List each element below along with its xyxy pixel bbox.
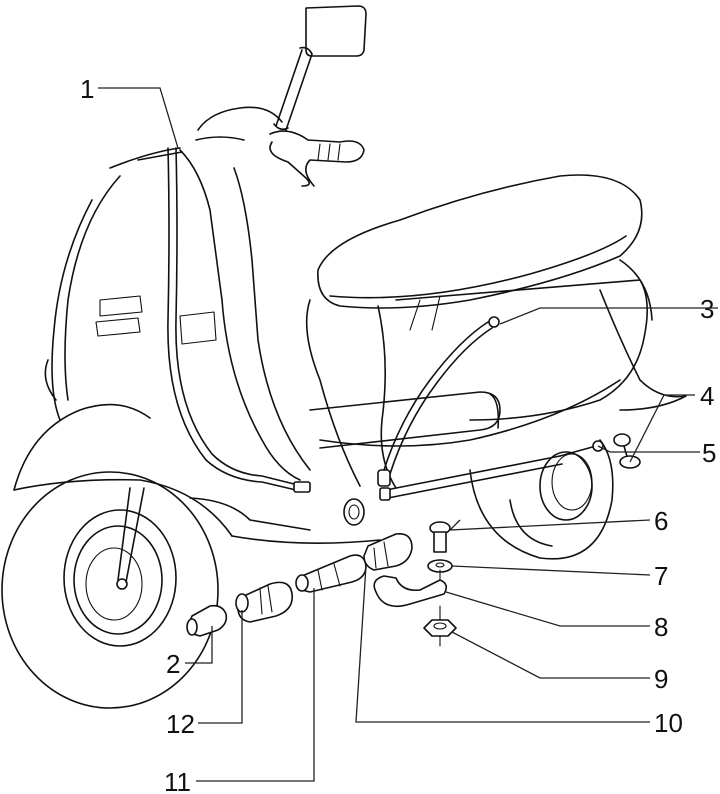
callout-6: 6 [654, 506, 668, 536]
rear-body [305, 174, 687, 560]
front-cable-run [167, 147, 311, 493]
part-8-bracket [373, 575, 448, 608]
callout-5: 5 [702, 438, 716, 468]
callout-12: 12 [166, 709, 195, 739]
callout-7: 7 [654, 561, 668, 591]
part-9-nut [423, 569, 457, 647]
front-body [13, 136, 381, 544]
callout-2: 2 [166, 649, 180, 679]
scooter-drawing [1, 5, 687, 709]
callout-8: 8 [654, 612, 668, 642]
callout-4: 4 [700, 381, 714, 411]
part-11-sleeve [295, 554, 367, 593]
front-wheel [1, 471, 219, 709]
part-5-transmission-cable [379, 440, 604, 501]
part-10-rubber-boot [363, 532, 413, 571]
part-6-screw [429, 521, 451, 553]
callout-11: 11 [164, 767, 191, 794]
callout-1: 1 [80, 74, 94, 104]
callout-3: 3 [700, 294, 714, 324]
callouts: 1 2 3 4 5 6 7 8 9 10 11 12 [80, 74, 716, 794]
mirror [273, 5, 367, 131]
handlebar [109, 106, 365, 187]
callout-9: 9 [654, 664, 668, 694]
grommet [343, 498, 365, 526]
leader-lines [98, 87, 718, 782]
part-12-bushing [235, 581, 293, 623]
part-2-end-fitting [186, 604, 228, 637]
callout-10: 10 [654, 708, 683, 738]
part-3-rear-brake-cable [377, 316, 500, 487]
parts [186, 316, 641, 647]
